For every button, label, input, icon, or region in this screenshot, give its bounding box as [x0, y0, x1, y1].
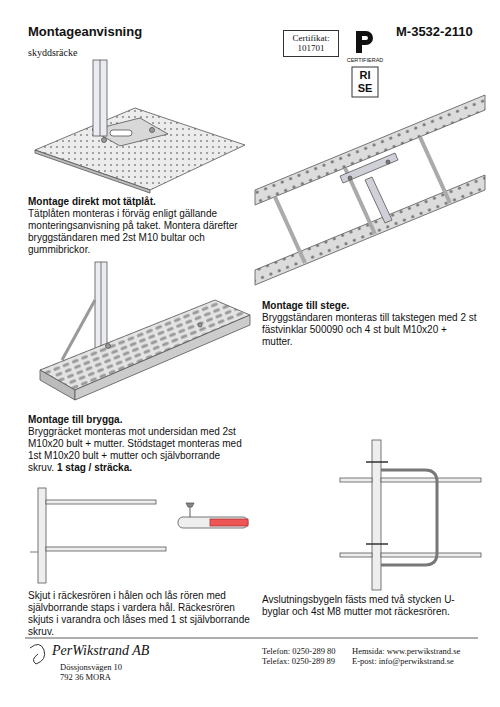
heading-text: SE [352, 82, 378, 95]
body-text: Telefax: 0250-289 89 [262, 656, 352, 666]
ladder-figure [255, 95, 485, 285]
body-text: CERTIFIERAD [340, 57, 390, 64]
body-text: Bryggständaren monteras till takstegen m… [262, 312, 480, 348]
text-block: skyddsräcke [28, 47, 148, 59]
rail-figure [30, 488, 248, 583]
heading-text: 1 stag / sträcka. [57, 462, 132, 473]
text-block: Skjut i räckesrören i hålen och lås röre… [28, 590, 252, 638]
body-text: E-post: info@perwikstrand.se [352, 656, 487, 666]
page-title: Montageanvisning [28, 24, 142, 40]
text-block: Telefon: 0250-289 80Telefax: 0250-289 89 [262, 646, 352, 666]
text-block: Hemsida: www.perwikstrand.seE-post: info… [352, 646, 487, 666]
text-block: Montage till stege.Bryggständaren monter… [262, 300, 480, 348]
text-block: M-3532-2110 [396, 24, 486, 40]
body-text: Avslutningsbygeln fästs med två stycken … [262, 594, 480, 618]
heading-text: Montage till brygga. [28, 414, 250, 426]
text-block: Montage direkt mot tätplåt.Tätplåten mon… [28, 196, 250, 256]
company-monogram [30, 644, 45, 664]
roof-plate-figure [35, 60, 245, 193]
body-text: skyddsräcke [28, 47, 148, 59]
certificate-box: Certifikat: 101701 [283, 30, 339, 57]
body-text: Telefon: 0250-289 80 [262, 646, 352, 656]
body-text: Dössjonsvägen 10 [60, 662, 180, 672]
heading-text: Montage direkt mot tätplåt. [28, 196, 250, 208]
heading-text: RI [352, 69, 378, 82]
body-text: Tätplåten monteras i förväg enligt gälla… [28, 208, 250, 256]
text-block: PerWikstrand AB [52, 643, 202, 660]
body-text: PerWikstrand AB [52, 643, 202, 660]
text-block: RISE [352, 69, 378, 95]
end-bracket-figure [340, 440, 481, 590]
text-block: CERTIFIERAD [340, 57, 390, 64]
heading-text: Montage till stege. [262, 300, 480, 312]
body-text: 792 36 MORA [60, 672, 180, 682]
body-text: Skjut i räckesrören i hålen och lås röre… [28, 590, 252, 638]
body-text: Hemsida: www.perwikstrand.se [352, 646, 487, 656]
walkway-figure [40, 262, 250, 400]
text-block: Montage till brygga.Bryggräcket monteras… [28, 414, 250, 474]
text-block: Avslutningsbygeln fästs med två stycken … [262, 594, 480, 618]
footer-rule [25, 638, 478, 639]
certificate-text: Certifikat: 101701 [288, 33, 334, 54]
text-block: Dössjonsvägen 10792 36 MORA [60, 662, 180, 682]
heading-text: M-3532-2110 [396, 24, 486, 40]
